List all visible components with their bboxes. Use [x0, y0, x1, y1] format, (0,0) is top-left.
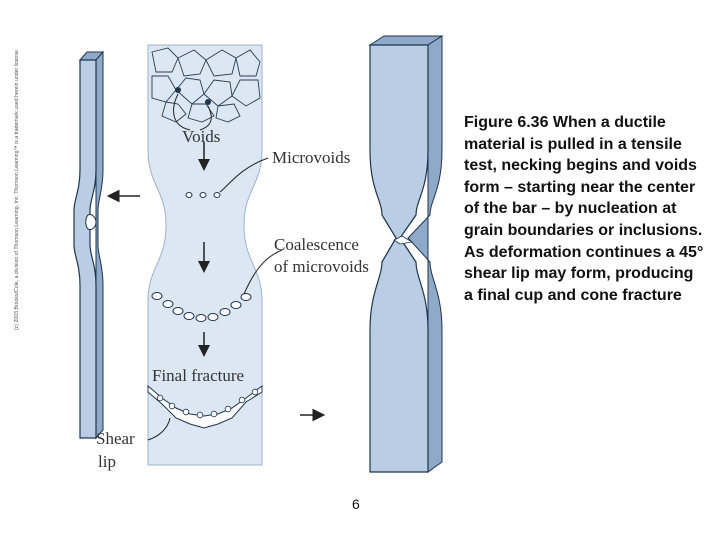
page-number: 6 [352, 496, 360, 512]
label-final-fracture: Final fracture [152, 366, 244, 385]
figure-caption: Figure 6.36 When a ductile material is p… [464, 114, 704, 304]
label-voids: Voids [182, 127, 220, 146]
right-specimen [368, 35, 444, 473]
neck-detail-panel [147, 44, 283, 466]
label-coalescence-1: Coalescence [274, 235, 359, 254]
label-microvoids: Microvoids [272, 148, 350, 167]
label-shear-1: Shear [96, 429, 135, 448]
label-shear-2: lip [98, 452, 116, 471]
left-specimen [73, 50, 105, 440]
label-coalescence-2: of microvoids [274, 257, 369, 276]
